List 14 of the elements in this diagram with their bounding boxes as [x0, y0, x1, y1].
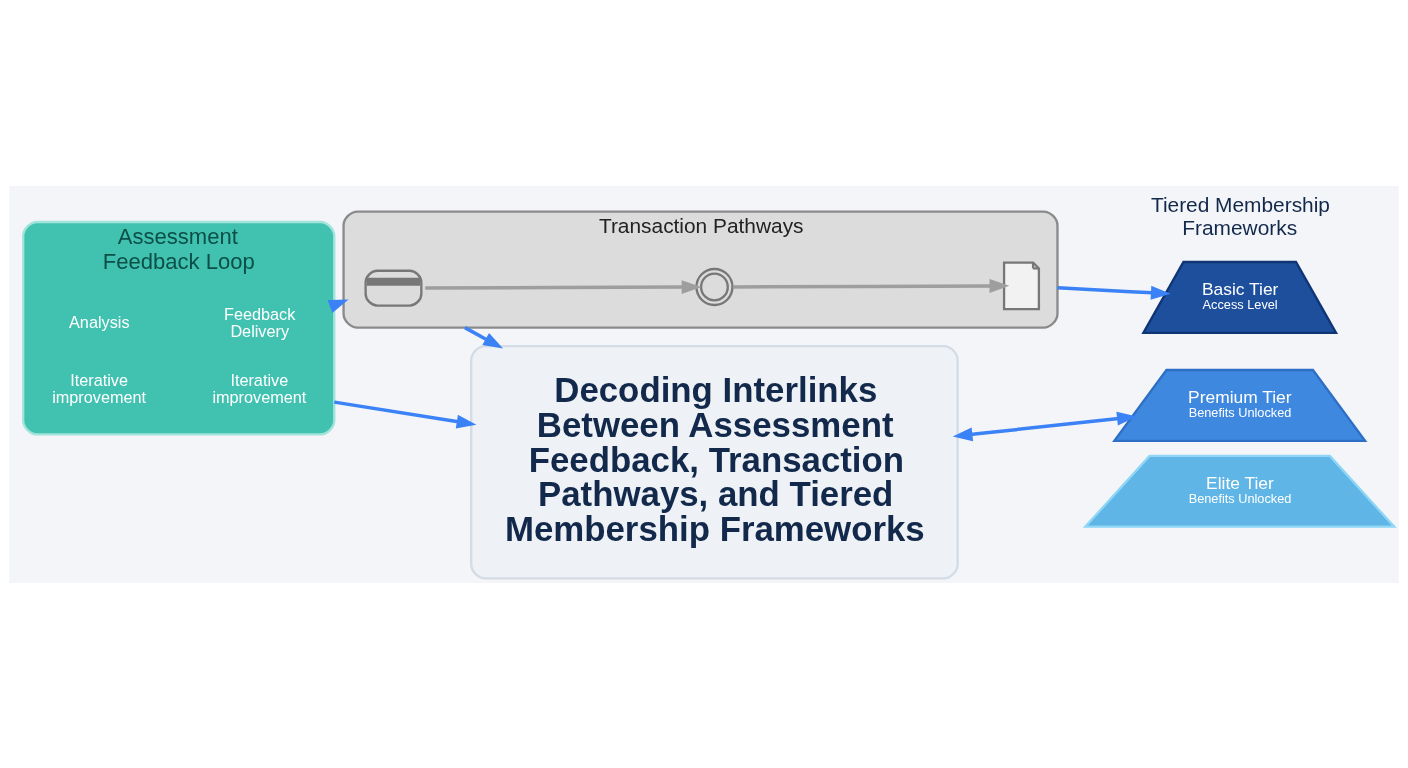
arrow: [732, 278, 1010, 293]
node-text: Analysis: [69, 312, 130, 331]
node-text: Iterative improvement: [52, 370, 147, 406]
arrow: [1057, 285, 1171, 300]
cluster: Transaction Pathways: [342, 209, 1059, 329]
node-text: Iterative improvement: [212, 370, 307, 406]
label: Tiered Membership Frameworks: [1150, 192, 1330, 239]
node-box: Decoding Interlinks Between Assessment Feedback, Transaction Pathways, and Tiered Membership Frameworks: [470, 344, 959, 579]
arrow: [952, 411, 1137, 441]
node-text: Feedback Delivery: [224, 304, 296, 340]
arrow: [425, 279, 702, 294]
node-picture: [695, 267, 734, 306]
arrow: [334, 399, 477, 428]
arrow: [464, 325, 504, 349]
